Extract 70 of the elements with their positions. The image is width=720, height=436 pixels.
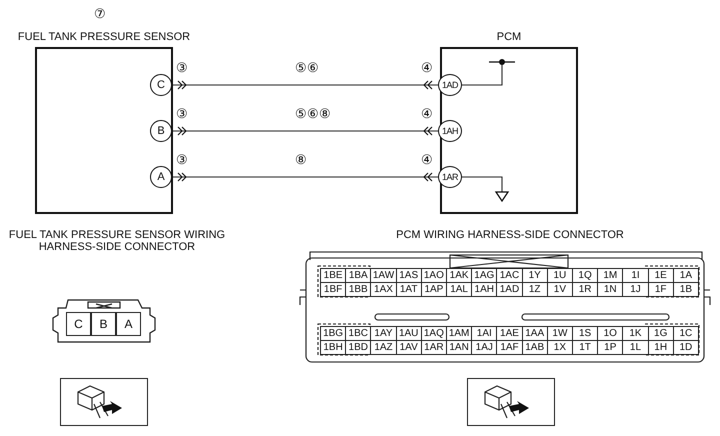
- pin-cell: 1C: [672, 326, 699, 341]
- pin-cell: C: [66, 312, 91, 336]
- callout-number: ③: [176, 62, 188, 74]
- edge-label: ⑧: [295, 154, 307, 166]
- pin-cell: 1H: [648, 340, 674, 355]
- wire: [172, 130, 438, 132]
- pin-cell: 1AH: [471, 282, 498, 297]
- pin-cell: 1R: [572, 282, 598, 297]
- callout-number: ③: [176, 154, 188, 166]
- pin-cell: 1BH: [320, 340, 346, 355]
- pin-cell: 1Q: [572, 268, 598, 283]
- wire: [462, 176, 503, 192]
- pin-cell: 1P: [597, 340, 624, 355]
- pin-cell: 1AV: [396, 340, 422, 355]
- pin-cell: 1AF: [496, 340, 523, 355]
- pin-cell: 1L: [622, 340, 649, 355]
- component-title: FUEL TANK PRESSURE SENSOR: [18, 31, 190, 43]
- ground-symbol: [495, 190, 509, 202]
- edge-label: ⑤⑥⑧: [295, 108, 331, 120]
- edge-label: ⑤⑥: [295, 62, 319, 74]
- callout-number: ④: [421, 108, 433, 120]
- callout-number: ⑦: [94, 8, 106, 20]
- pin-cell: 1AQ: [420, 326, 447, 341]
- pin-cell: 1AD: [496, 282, 523, 297]
- pin-cell: 1AB: [522, 340, 548, 355]
- pin-cell: 1J: [622, 282, 649, 297]
- pin-cell: 1BA: [345, 268, 372, 283]
- pin-cell: 1N: [597, 282, 624, 297]
- pin-cell: 1AT: [396, 282, 422, 297]
- wire: [462, 62, 503, 86]
- pin-cell: 1AP: [420, 282, 447, 297]
- wire: [172, 176, 438, 178]
- pin-cell: 1Z: [522, 282, 548, 297]
- pin-cell: 1A: [672, 268, 699, 283]
- callout-number: ③: [176, 108, 188, 120]
- pin-cell: 1D: [672, 340, 699, 355]
- pin-cell: 1X: [546, 340, 573, 355]
- pin-cell: 1BF: [320, 282, 346, 297]
- pin-cell: 1T: [572, 340, 598, 355]
- pin-cell: A: [116, 312, 141, 336]
- pin-cell: 1K: [622, 326, 649, 341]
- pin-cell: 1AJ: [471, 340, 498, 355]
- pin-cell: 1AN: [446, 340, 472, 355]
- pin-cell: 1B: [672, 282, 699, 297]
- pin-cell: 1I: [622, 268, 649, 283]
- pin-terminal: C: [150, 74, 172, 96]
- callout-number: ④: [421, 154, 433, 166]
- connector-heading: FUEL TANK PRESSURE SENSOR WIRING HARNESS-SIDE CONNECTOR: [8, 229, 226, 253]
- pin-cell: 1BD: [345, 340, 372, 355]
- power-terminal-symbol: [489, 56, 515, 68]
- pin-terminal: 1AD: [438, 74, 462, 96]
- pin-cell: 1AX: [370, 282, 397, 297]
- wire: [172, 84, 438, 86]
- pin-cell: 1BG: [320, 326, 346, 341]
- pin-cell: 1AR: [420, 340, 447, 355]
- component-title: PCM: [496, 31, 522, 43]
- pin-terminal: B: [150, 120, 172, 142]
- callout-number: ④: [421, 62, 433, 74]
- pin-cell: 1AL: [446, 282, 472, 297]
- pin-cell: 1AZ: [370, 340, 397, 355]
- pin-cell: B: [91, 312, 116, 336]
- pin-cell: 1F: [648, 282, 674, 297]
- pin-cell: 1BB: [345, 282, 372, 297]
- pin-cell: 1V: [546, 282, 573, 297]
- pin-cell: 1BC: [345, 326, 372, 341]
- connector-heading: PCM WIRING HARNESS-SIDE CONNECTOR: [395, 229, 625, 241]
- pin-terminal: 1AR: [438, 166, 462, 188]
- pin-terminal: 1AH: [438, 120, 462, 142]
- pin-terminal: A: [150, 166, 172, 188]
- pin-cell: 1BE: [320, 268, 346, 283]
